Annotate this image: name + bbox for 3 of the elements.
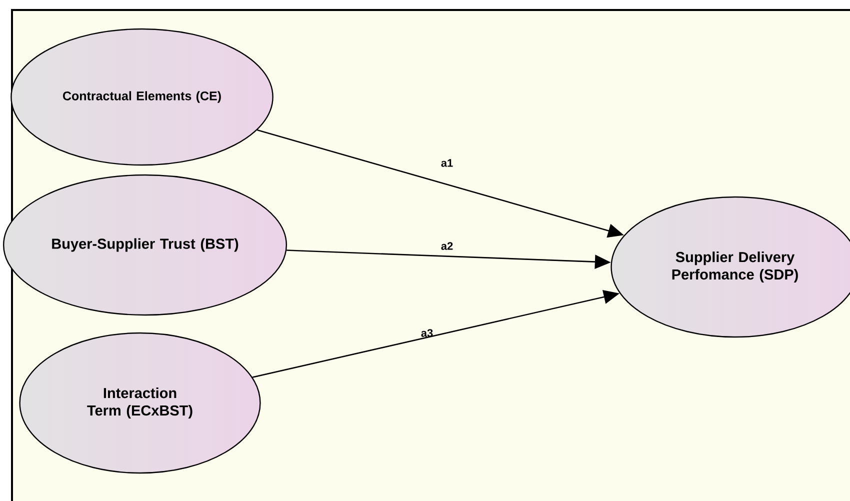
edge-label: a2 [441, 242, 453, 250]
edge-label: a1 [441, 159, 453, 167]
edge-label: a3 [421, 329, 433, 337]
